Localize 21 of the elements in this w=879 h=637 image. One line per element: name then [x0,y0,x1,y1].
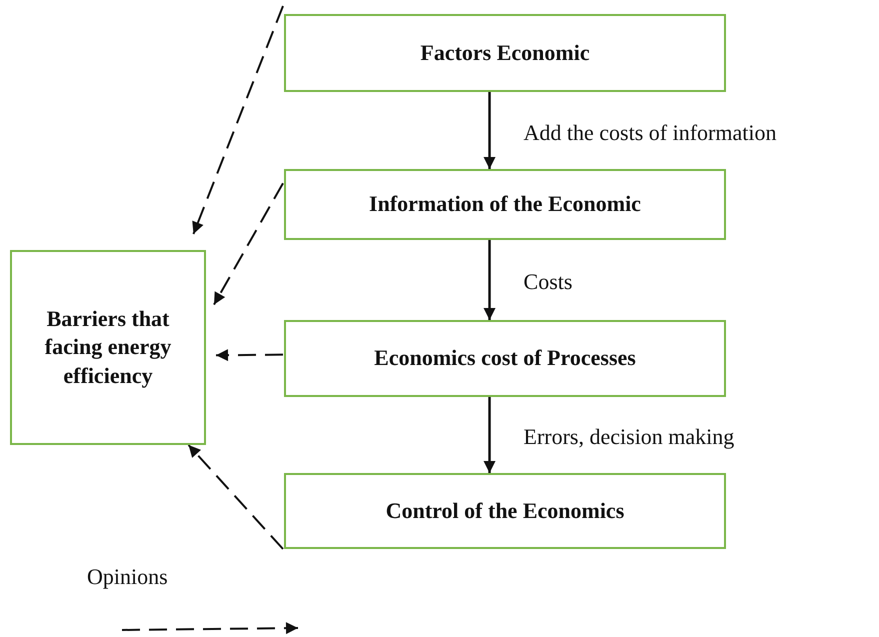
box-label: Information of the Economic [369,190,641,218]
legend-label: Opinions [87,564,168,590]
process-box [10,250,206,445]
box-label: Economics cost of Processes [374,344,636,372]
box-label: Control of the Economics [386,496,624,525]
box-label: Barriers that facing energy efficiency [44,304,172,390]
process-box [284,473,726,549]
process-box [284,169,726,240]
box-label: Factors Economic [420,38,590,67]
arrow [484,92,496,169]
process-box [284,320,726,397]
edge-label: Add the costs of information [524,120,776,146]
dashed-arrow [192,6,284,234]
edge-label: Errors, decision making [524,424,734,450]
dashed-arrow [213,182,284,306]
dashed-arrow [216,349,284,362]
edge-label: Costs [524,269,572,295]
arrow [484,240,496,320]
dashed-arrow [188,444,284,550]
process-box [284,14,726,92]
arrow [484,397,496,473]
